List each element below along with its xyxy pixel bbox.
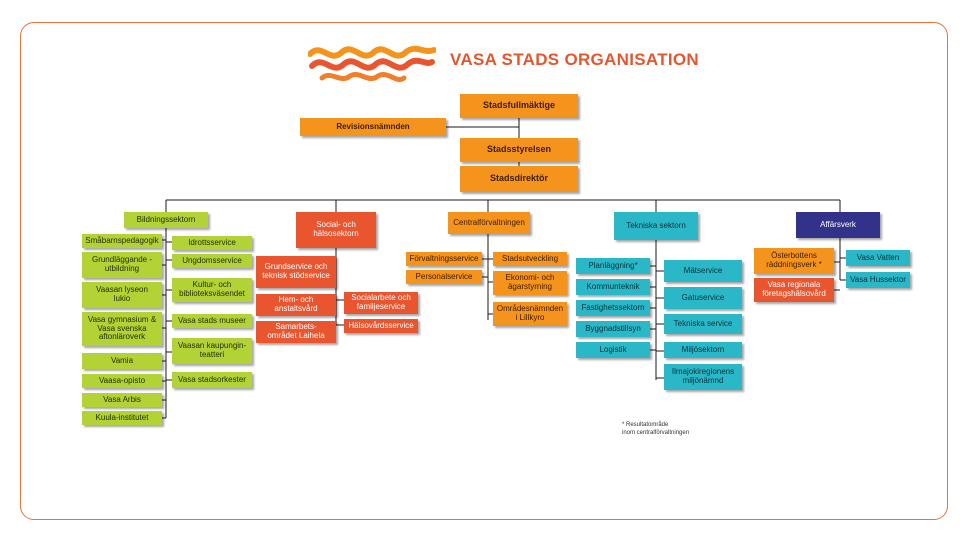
education-unit[interactable]: Småbarnspedagogik	[82, 234, 162, 248]
audit-committee-box[interactable]: Revisionsnämnden	[300, 118, 446, 136]
central-unit[interactable]: Personalservice	[406, 270, 482, 284]
culture-unit[interactable]: Kultur- och biblioteksväsendet	[172, 278, 252, 302]
central-unit[interactable]: Ekonomi- och ägarstyrning	[493, 271, 567, 295]
city-board-box[interactable]: Stadsstyrelsen	[460, 138, 578, 162]
technical-unit[interactable]: Fastighetssektorn	[576, 300, 650, 316]
technical-unit[interactable]: Logistik	[576, 342, 650, 358]
business-unit[interactable]: Vasa Vatten	[846, 250, 910, 266]
page-title: VASA STADS ORGANISATION	[450, 50, 700, 69]
technical-unit[interactable]: Gatuservice	[664, 287, 742, 309]
business-unit[interactable]: Österbottens räddningsverk *	[754, 248, 834, 274]
social-unit[interactable]: Samarbets- området Laihela	[256, 321, 336, 343]
social-unit[interactable]: Socialarbete och familjeservice	[344, 292, 418, 314]
culture-unit[interactable]: Ungdomsservice	[172, 254, 252, 268]
central-unit[interactable]: Förvaltningsservice	[406, 252, 482, 266]
education-unit[interactable]: Vaasa-opisto	[82, 374, 162, 388]
technical-unit[interactable]: Mätservice	[664, 260, 742, 282]
technical-unit[interactable]: Kommunteknik	[576, 279, 650, 295]
business-unit[interactable]: Vasa regionala företagshälsovård	[754, 278, 834, 302]
technical-unit[interactable]: Miljösektorn	[664, 342, 742, 358]
social-sector-head[interactable]: Social- och hälsosektorn	[296, 212, 376, 248]
business-enterprises-head[interactable]: Affärsverk	[796, 212, 880, 238]
business-unit[interactable]: Vasa Hussektor	[846, 272, 910, 288]
culture-unit[interactable]: Vasa stads museer	[172, 314, 252, 328]
education-unit[interactable]: Vasa Arbis	[82, 393, 162, 407]
technical-unit[interactable]: Planläggning*	[576, 258, 650, 274]
city-director-box[interactable]: Stadsdirektör	[460, 166, 578, 192]
social-unit[interactable]: Grundservice och teknisk stödservice	[256, 256, 336, 288]
central-unit[interactable]: Områdesnämnden i Lillkyro	[493, 302, 567, 326]
technical-unit[interactable]: Ilmajokiregionens miljönämnd	[664, 364, 742, 390]
vasa-logo-icon	[308, 45, 436, 82]
social-unit[interactable]: Hälsovårdsservice	[344, 319, 418, 333]
education-unit[interactable]: Vasa gymnasium & Vasa svenska aftonlärov…	[82, 312, 162, 346]
technical-sector-head[interactable]: Tekniska sektorn	[614, 212, 698, 240]
social-unit[interactable]: Hem- och anstaltsvård	[256, 294, 336, 316]
council-box[interactable]: Stadsfullmäktige	[460, 94, 578, 118]
education-unit[interactable]: Vamia	[82, 353, 162, 369]
culture-unit[interactable]: Idrottsservice	[172, 236, 252, 250]
page-frame	[20, 22, 948, 520]
central-admin-head[interactable]: Centralförvaltningen	[448, 212, 530, 234]
education-unit[interactable]: Kuula-institutet	[82, 411, 162, 425]
culture-unit[interactable]: Vaasan kaupungin- teatteri	[172, 338, 252, 364]
central-unit[interactable]: Stadsutveckling	[493, 252, 567, 266]
education-unit[interactable]: Vaasan lyseon lukio	[82, 282, 162, 308]
technical-unit[interactable]: Byggnadstillsyn	[576, 321, 650, 337]
footnote: * Resultatområde inom centralförvaltning…	[622, 422, 690, 436]
technical-unit[interactable]: Tekniska service	[664, 314, 742, 334]
education-sector-head[interactable]: Bildningssektorn	[124, 212, 208, 228]
culture-unit[interactable]: Vasa stadsorkester	[172, 372, 252, 388]
education-unit[interactable]: Grundläggande - utbildning	[82, 252, 162, 278]
